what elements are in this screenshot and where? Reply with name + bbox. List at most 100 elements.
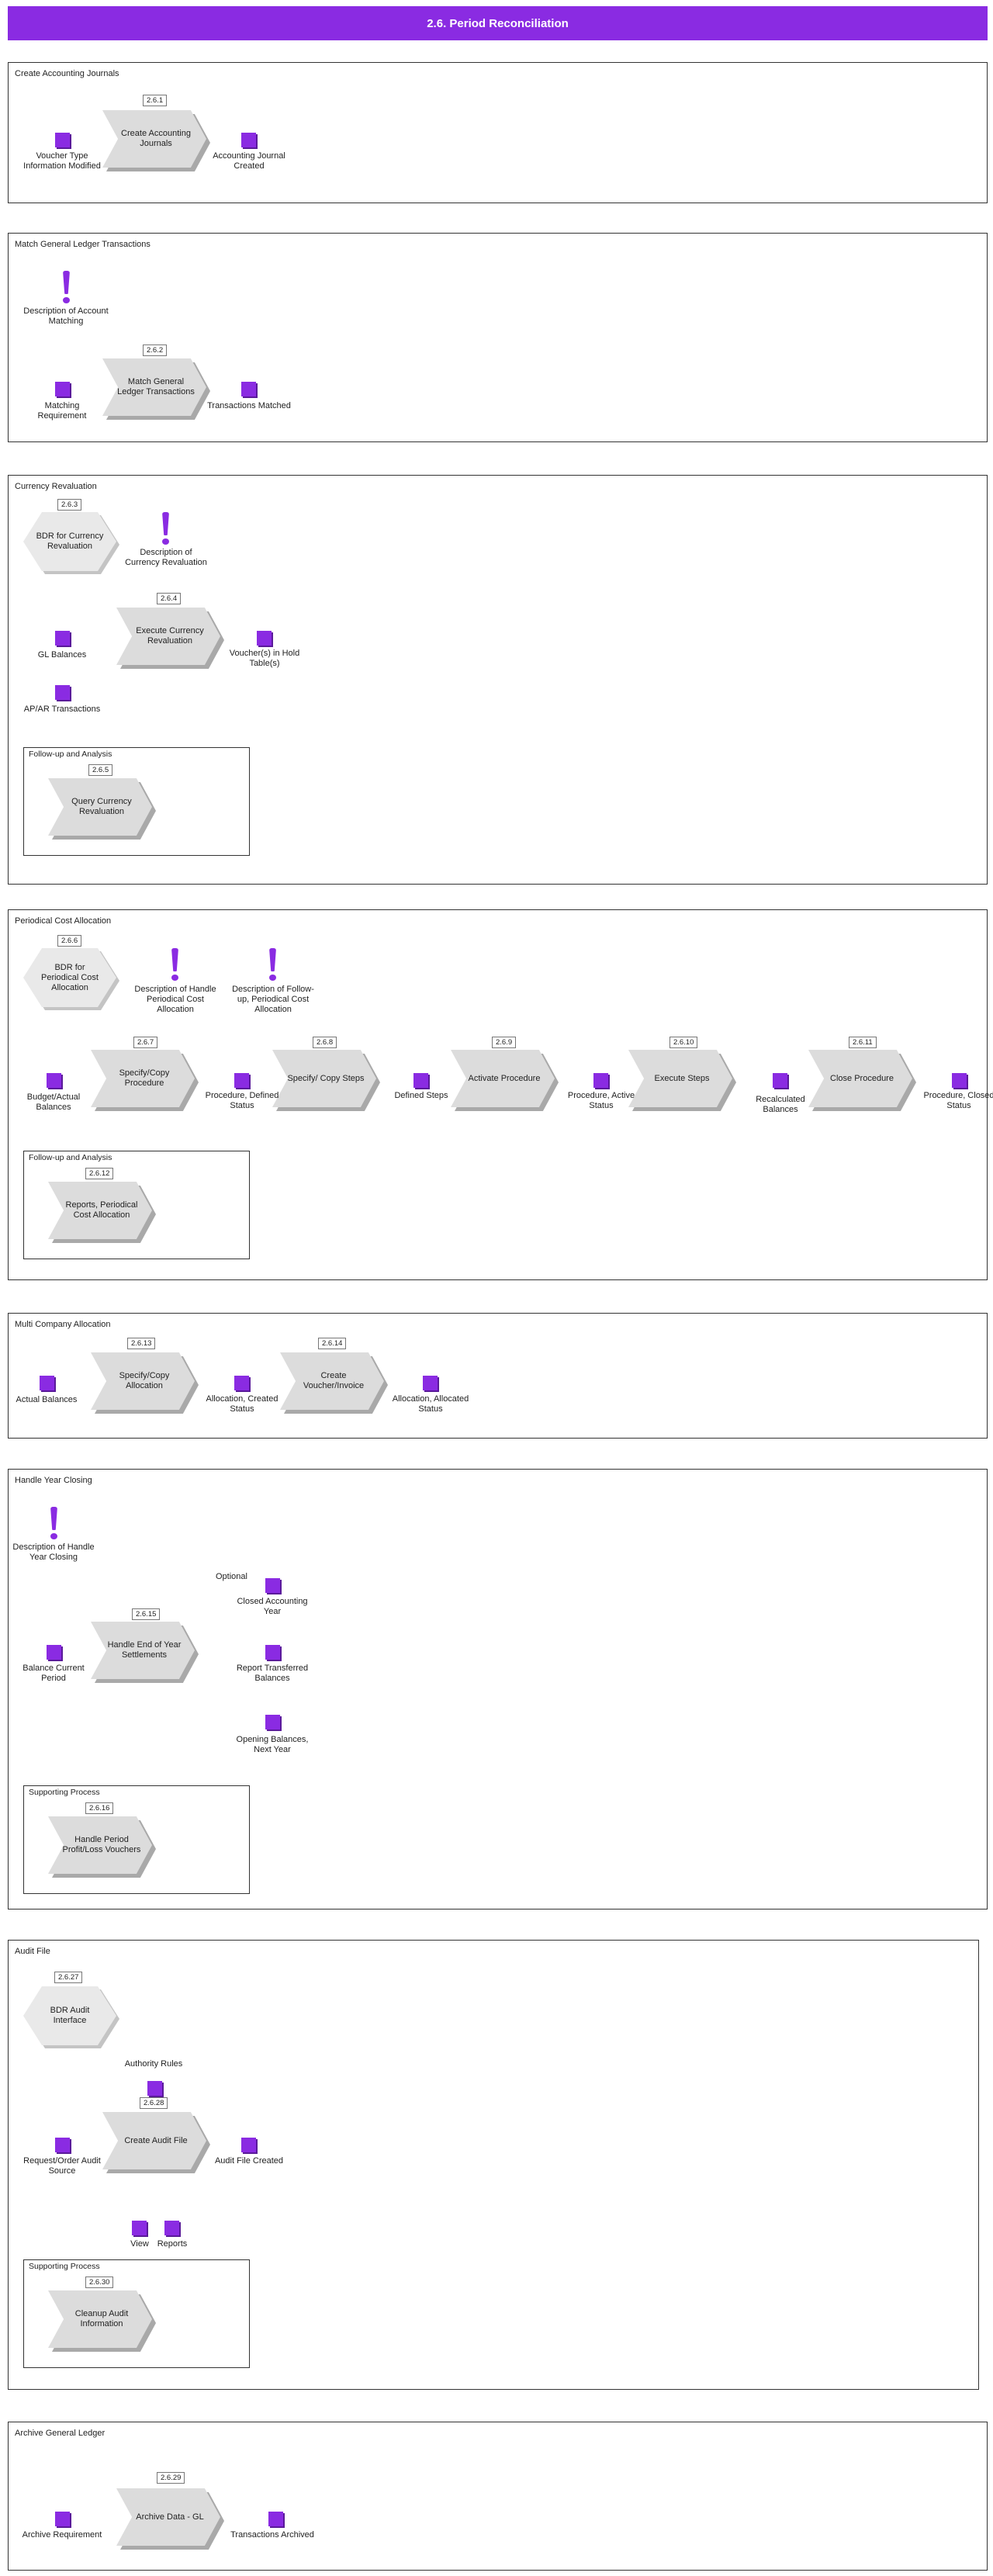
section-title: Audit File — [15, 1947, 50, 1956]
subgroup-title: Supporting Process — [29, 1788, 100, 1797]
event-label: Procedure, Active Status — [567, 1091, 635, 1110]
process-archive-data-gl[interactable]: Archive Data - GL — [116, 2488, 225, 2550]
event-request-order-audit-source[interactable] — [55, 2138, 70, 2152]
document-label: Description of Handle Periodical Cost Al… — [134, 985, 216, 1014]
event-authority-rules[interactable] — [147, 2081, 162, 2096]
event-archive-requirement[interactable] — [55, 2512, 70, 2526]
event-voucher-type-modified[interactable] — [55, 133, 70, 147]
process-handle-period-profit-loss-vouchers[interactable]: Handle Period Profit/Loss Vouchers — [48, 1816, 157, 1878]
process-id-2-6-16: 2.6.16 — [85, 1802, 114, 1814]
process-specify-copy-procedure[interactable]: Specify/Copy Procedure — [91, 1050, 199, 1112]
event-label: Balance Current Period — [22, 1664, 85, 1683]
event-reports[interactable] — [164, 2221, 179, 2235]
event-budget-actual-balances[interactable] — [47, 1073, 61, 1088]
process-match-gl-transactions[interactable]: Match General Ledger Transactions — [102, 358, 211, 421]
process-id-2-6-13: 2.6.13 — [127, 1338, 156, 1349]
event-recalculated-balances[interactable] — [773, 1073, 787, 1088]
event-defined-steps[interactable] — [413, 1073, 428, 1088]
description-document-icon[interactable] — [168, 948, 183, 982]
event-label: Defined Steps — [394, 1091, 448, 1100]
section-title: Create Accounting Journals — [15, 69, 119, 78]
document-label: Description of Follow-up, Periodical Cos… — [232, 985, 314, 1014]
subgroup-title: Follow-up and Analysis — [29, 750, 112, 759]
event-audit-file-created[interactable] — [241, 2138, 256, 2152]
bdr-currency-revaluation[interactable]: BDR for Currency Revaluation — [23, 512, 119, 574]
process-specify-copy-allocation[interactable]: Specify/Copy Allocation — [91, 1352, 199, 1414]
event-label: View — [130, 2239, 149, 2249]
process-id-2-6-29: 2.6.29 — [157, 2472, 185, 2484]
process-handle-end-of-year-settlements[interactable]: Handle End of Year Settlements — [91, 1622, 199, 1684]
event-label: Closed Accounting Year — [237, 1597, 308, 1616]
bdr-audit-interface[interactable]: BDR Audit Interface — [23, 1986, 119, 2048]
event-label: Allocation, Created Status — [206, 1394, 279, 1414]
description-document-icon[interactable] — [158, 512, 174, 546]
process-query-currency-revaluation[interactable]: Query Currency Revaluation — [48, 778, 157, 840]
process-create-voucher-invoice[interactable]: Create Voucher/Invoice — [280, 1352, 389, 1414]
description-document-icon[interactable] — [265, 948, 281, 982]
process-id-2-6-3: 2.6.3 — [57, 499, 82, 511]
event-accounting-journal-created[interactable] — [241, 133, 256, 147]
process-id-2-6-10: 2.6.10 — [669, 1037, 698, 1048]
process-create-accounting-journals[interactable]: Create Accounting Journals — [102, 110, 211, 172]
event-label: Accounting Journal Created — [213, 151, 285, 171]
event-closed-accounting-year[interactable] — [265, 1578, 280, 1593]
event-view[interactable] — [132, 2221, 147, 2235]
process-id-2-6-11: 2.6.11 — [849, 1037, 877, 1048]
process-reports-periodical-cost-allocation[interactable]: Reports, Periodical Cost Allocation — [48, 1182, 157, 1244]
event-allocation-created-status[interactable] — [234, 1376, 249, 1390]
event-label: Archive Requirement — [22, 2530, 102, 2540]
event-matching-requirement[interactable] — [55, 382, 70, 396]
event-label: Request/Order Audit Source — [23, 2156, 101, 2176]
event-procedure-active-status[interactable] — [593, 1073, 608, 1088]
bdr-periodical-cost-allocation[interactable]: BDR for Periodical Cost Allocation — [23, 948, 119, 1010]
process-id-2-6-27: 2.6.27 — [54, 1972, 83, 1983]
event-label: Reports — [157, 2239, 188, 2249]
event-allocation-allocated-status[interactable] — [423, 1376, 438, 1390]
event-label: Budget/Actual Balances — [26, 1092, 81, 1112]
page-title-bar: 2.6. Period Reconciliation — [8, 6, 988, 40]
process-id-2-6-28: 2.6.28 — [140, 2097, 168, 2109]
event-label: Authority Rules — [124, 2059, 183, 2069]
description-document-icon[interactable] — [47, 1507, 62, 1541]
section-title: Multi Company Allocation — [15, 1320, 111, 1329]
event-label: Transactions Matched — [207, 401, 291, 410]
page-title: 2.6. Period Reconciliation — [427, 16, 569, 30]
event-procedure-defined-status[interactable] — [234, 1073, 249, 1088]
event-balance-current-period[interactable] — [47, 1645, 61, 1660]
section-title: Match General Ledger Transactions — [15, 240, 151, 249]
optional-label: Optional — [216, 1572, 247, 1581]
description-document-icon[interactable] — [59, 271, 74, 305]
event-transactions-matched[interactable] — [241, 382, 256, 396]
process-create-audit-file[interactable]: Create Audit File — [102, 2112, 211, 2174]
subgroup-title: Follow-up and Analysis — [29, 1153, 112, 1162]
event-report-transferred-balances[interactable] — [265, 1645, 280, 1660]
event-procedure-closed-status[interactable] — [952, 1073, 967, 1088]
document-label: Description of Handle Year Closing — [12, 1542, 95, 1562]
event-label: Recalculated Balances — [756, 1095, 805, 1114]
event-label: Voucher Type Information Modified — [23, 151, 101, 171]
process-id-2-6-14: 2.6.14 — [318, 1338, 347, 1349]
process-specify-copy-steps[interactable]: Specify/ Copy Steps — [272, 1050, 381, 1112]
process-id-2-6-2: 2.6.2 — [143, 345, 168, 356]
event-label: Allocation, Allocated Status — [392, 1394, 469, 1414]
event-actual-balances[interactable] — [40, 1376, 54, 1390]
process-close-procedure[interactable]: Close Procedure — [808, 1050, 917, 1112]
process-activate-procedure[interactable]: Activate Procedure — [451, 1050, 559, 1112]
event-gl-balances[interactable] — [55, 631, 70, 646]
process-id-2-6-5: 2.6.5 — [88, 764, 113, 776]
process-id-2-6-15: 2.6.15 — [132, 1608, 161, 1620]
process-id-2-6-6: 2.6.6 — [57, 935, 82, 947]
process-id-2-6-4: 2.6.4 — [157, 593, 182, 604]
process-id-2-6-1: 2.6.1 — [143, 95, 168, 106]
section-title: Handle Year Closing — [15, 1476, 92, 1485]
event-vouchers-hold-tables[interactable] — [257, 631, 272, 646]
process-execute-steps[interactable]: Execute Steps — [628, 1050, 737, 1112]
event-opening-balances-next-year[interactable] — [265, 1715, 280, 1729]
process-execute-currency-revaluation[interactable]: Execute Currency Revaluation — [116, 608, 225, 670]
event-apar-transactions[interactable] — [55, 685, 70, 700]
event-transactions-archived[interactable] — [268, 2512, 283, 2526]
process-id-2-6-9: 2.6.9 — [492, 1037, 517, 1048]
event-label: Transactions Archived — [230, 2530, 314, 2540]
event-label: Actual Balances — [16, 1395, 78, 1404]
process-cleanup-audit-information[interactable]: Cleanup Audit Information — [48, 2290, 157, 2353]
